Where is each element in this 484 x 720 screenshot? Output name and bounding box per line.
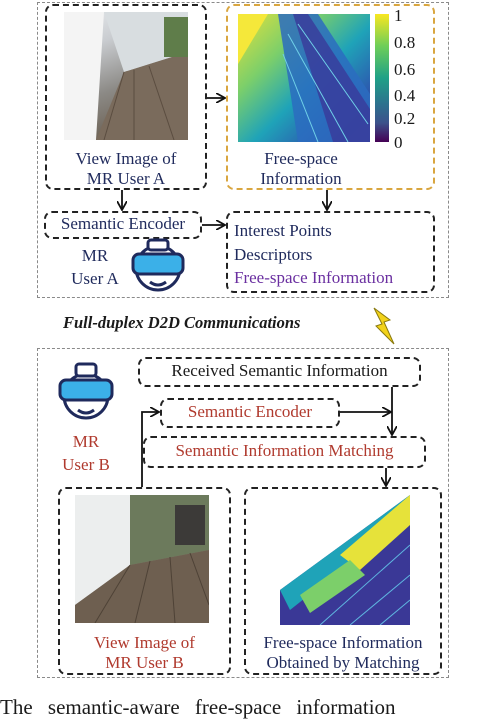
result-caption-2: Obtained by Matching: [266, 653, 420, 672]
view-image-a-caption-1: View Image of: [75, 149, 177, 168]
matched-free-space-heatmap: [280, 495, 410, 625]
free-space-heatmap: [238, 14, 370, 142]
vr-headset-user-a-icon: [128, 236, 188, 298]
semantic-encoder-b-box: [160, 398, 340, 428]
result-caption-1: Free-space Information: [263, 633, 423, 652]
colorbar-tick-0: 0: [394, 133, 403, 152]
free-space-caption-2: Information: [260, 169, 342, 188]
bottom-panel: [37, 348, 449, 678]
user-a-label-1: MR: [81, 246, 109, 265]
free-space-box: [226, 4, 435, 190]
view-image-b-caption-1: View Image of: [94, 633, 195, 652]
top-panel: [37, 2, 449, 298]
received-info-box: [138, 357, 421, 387]
view-image-a-caption-2: MR User A: [86, 169, 166, 188]
view-image-b-caption-2: MR User B: [105, 653, 184, 672]
colorbar: [375, 14, 389, 142]
colorbar-tick-0.4: 0.4: [394, 86, 416, 105]
colorbar-tick-0.8: 0.8: [394, 33, 416, 52]
colorbar-tick-0.2: 0.2: [394, 109, 416, 128]
view-image-b: [75, 495, 209, 623]
user-b-label-2: User B: [62, 455, 110, 474]
colorbar-tick-1: 1: [394, 6, 403, 25]
received-info: Received Semantic Information: [171, 361, 388, 380]
free-space-caption-1: Free-space: [264, 149, 338, 168]
descriptors-text: Descriptors: [234, 245, 313, 264]
figure-caption: The semantic-aware free-space informatio…: [0, 695, 396, 719]
lightning-bolt-icon: [368, 306, 398, 346]
semantic-encoder-a-box: [44, 211, 202, 239]
user-a-label-2: User A: [71, 269, 119, 288]
interest-points-text: Interest Points: [234, 221, 332, 240]
result-box: [244, 487, 442, 675]
user-b-label-1: MR: [72, 432, 100, 451]
vr-headset-user-b-icon: [54, 360, 118, 426]
semantic-encoder-b: Semantic Encoder: [187, 402, 313, 421]
semantic-encoder-a: Semantic Encoder: [60, 214, 186, 233]
free-space-info-text: Free-space Information: [234, 268, 394, 287]
colorbar-tick-0.6: 0.6: [394, 60, 416, 79]
view-image-a: [64, 12, 188, 140]
comm-label: Full-duplex D2D Communications: [63, 313, 301, 332]
semantic-info-matching: Semantic Information Matching: [175, 441, 394, 460]
view-image-a-box: [45, 4, 207, 190]
view-image-b-box: [58, 487, 231, 675]
semantic-info-box: [226, 211, 435, 293]
